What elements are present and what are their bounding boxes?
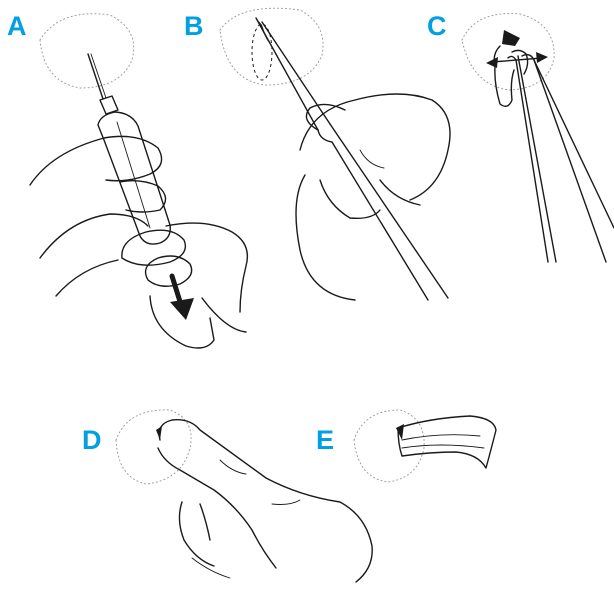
panel-label-d: D <box>82 427 102 454</box>
grasped-tissue <box>494 30 527 106</box>
panel-e-skin-stipple <box>354 410 424 482</box>
panel-a-illustration <box>30 14 247 348</box>
panel-a-skin-stipple <box>40 14 134 88</box>
dressing-strip <box>398 416 496 468</box>
needle <box>88 54 106 99</box>
hand-a <box>30 136 247 348</box>
syringe-barrel <box>98 96 170 244</box>
panel-b-illustration <box>220 8 450 300</box>
panel-label-e: E <box>316 427 334 454</box>
panel-label-b: B <box>184 13 204 40</box>
panel-e-illustration <box>354 410 496 482</box>
instrument-shaft <box>256 18 448 300</box>
panel-d-skin-stipple <box>116 410 191 484</box>
plunger-flange <box>122 230 192 286</box>
panel-label-c: C <box>427 13 447 40</box>
hand-d <box>158 420 372 582</box>
hand-b <box>296 94 450 300</box>
panel-label-a: A <box>7 13 27 40</box>
forceps <box>508 55 614 262</box>
panel-c-illustration <box>462 14 614 262</box>
